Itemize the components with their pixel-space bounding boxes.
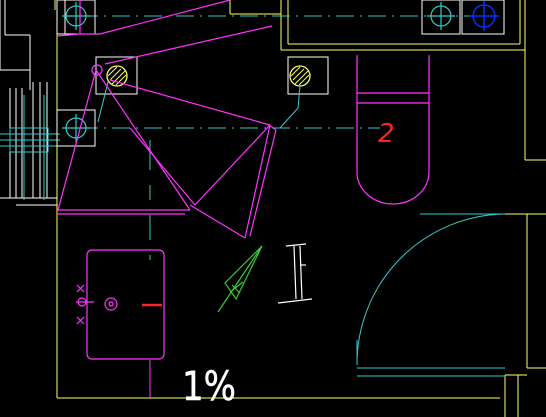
slope-note-label: 1% — [182, 364, 236, 410]
floor-drain-icon — [106, 65, 128, 87]
floor-drain-icon — [289, 65, 311, 87]
toilet-fixture — [356, 55, 430, 205]
sink-fixture — [76, 249, 165, 360]
walls — [54, 0, 546, 417]
grid-marker-label: 2 — [378, 119, 395, 149]
axis-lines — [80, 15, 470, 129]
fixture-lines — [57, 0, 277, 239]
door-swing-arc — [356, 213, 506, 377]
pipe-riser-blue-icon — [469, 1, 499, 31]
section-mark-icon — [277, 243, 313, 304]
pipe-riser-icon — [62, 2, 455, 142]
structural-lines-left — [0, 0, 66, 206]
north-arrow-icon — [217, 245, 263, 313]
drain-pipes — [97, 81, 301, 260]
pipe-box-left — [0, 95, 60, 200]
pipe-boxes-top — [56, 0, 505, 147]
